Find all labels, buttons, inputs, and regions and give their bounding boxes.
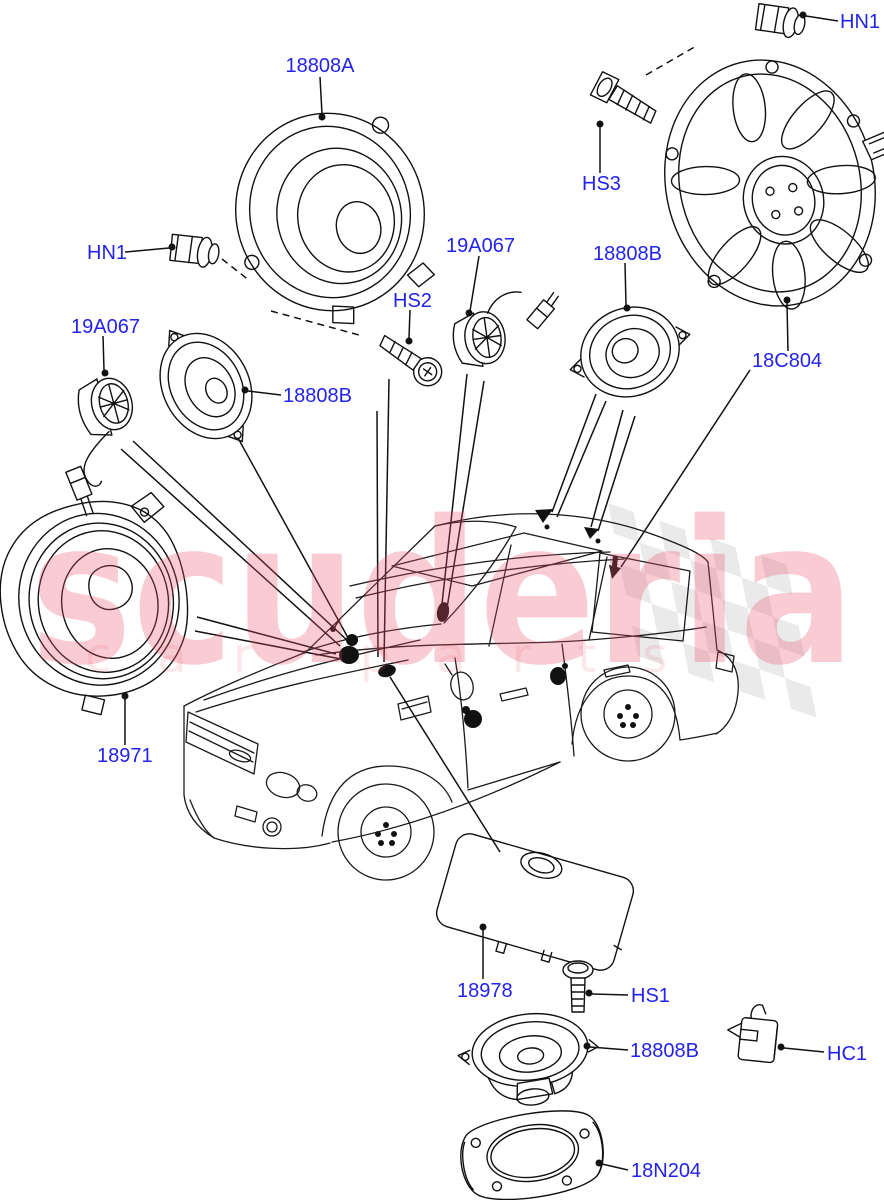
enclosure-18971 xyxy=(0,491,189,716)
checker-cell xyxy=(733,660,766,700)
screw-HS1 xyxy=(562,960,594,1013)
checker-cell xyxy=(741,577,774,617)
callout-19A067-mid[interactable]: 19A067 xyxy=(446,235,515,257)
checker-cell xyxy=(722,599,754,639)
callout-HC1[interactable]: HC1 xyxy=(827,1043,867,1065)
tweeter-connector-left xyxy=(65,465,94,517)
speaker-location-marks xyxy=(330,509,621,728)
checker-cell xyxy=(773,616,805,657)
callout-18808B-bottom[interactable]: 18808B xyxy=(630,1040,699,1062)
callout-HS2[interactable]: HS2 xyxy=(393,290,432,312)
checker-cell xyxy=(702,621,734,661)
checker-cell xyxy=(619,564,652,604)
checker-cell xyxy=(608,503,640,543)
door-speaker-18808A xyxy=(235,112,435,325)
callout-HN1-left[interactable]: HN1 xyxy=(87,242,127,264)
speaker-18808B-bottom xyxy=(457,1012,599,1106)
callout-18971[interactable]: 18971 xyxy=(97,745,153,767)
spacer-ring-18N204 xyxy=(460,1110,604,1200)
callout-19A067-left[interactable]: 19A067 xyxy=(71,316,140,338)
nut-HN1-top-right xyxy=(754,2,806,39)
cover-panel-18978 xyxy=(435,833,635,971)
checker-cell xyxy=(659,520,691,560)
bolt-HS3 xyxy=(589,71,657,124)
callout-18978[interactable]: 18978 xyxy=(457,980,513,1002)
checker-cell xyxy=(710,538,742,578)
tweeter-19A067-left xyxy=(77,377,134,487)
watermark-tagline-text: car parts xyxy=(85,628,713,684)
clip-HC1 xyxy=(727,1004,779,1064)
callout-labels: 18808A HN1 HS3 19A067 18808B 18C804 HN1 … xyxy=(71,11,880,1182)
vehicle-illustration xyxy=(183,513,739,881)
brand-watermark: scuderia car parts xyxy=(30,478,855,709)
callout-18N204[interactable]: 18N204 xyxy=(631,1160,701,1182)
checker-cell xyxy=(639,542,671,582)
callout-HS3[interactable]: HS3 xyxy=(582,173,621,195)
checker-cell xyxy=(682,642,715,683)
speaker-18808B-right xyxy=(569,306,691,398)
checker-cell xyxy=(784,678,817,718)
callout-18808B-left[interactable]: 18808B xyxy=(283,385,352,407)
screw-HS2 xyxy=(379,334,443,387)
watermark-brand-text: scuderia xyxy=(30,478,855,709)
callout-18808B-right[interactable]: 18808B xyxy=(593,243,662,265)
leader-lines xyxy=(101,11,839,1171)
nut-HN1-left xyxy=(169,233,220,268)
callout-HN1-top-right[interactable]: HN1 xyxy=(840,11,880,33)
checker-cell xyxy=(761,555,793,596)
callout-18808A[interactable]: 18808A xyxy=(286,55,356,77)
checker-cell xyxy=(753,638,785,679)
tweeter-connector-mid xyxy=(526,291,559,330)
callout-HS1[interactable]: HS1 xyxy=(631,985,670,1007)
subwoofer-18C804 xyxy=(664,59,884,310)
callout-18C804[interactable]: 18C804 xyxy=(752,350,822,372)
speaker-18808B-left xyxy=(159,329,253,443)
tweeter-19A067-mid xyxy=(452,291,522,367)
checker-cell xyxy=(690,559,723,600)
